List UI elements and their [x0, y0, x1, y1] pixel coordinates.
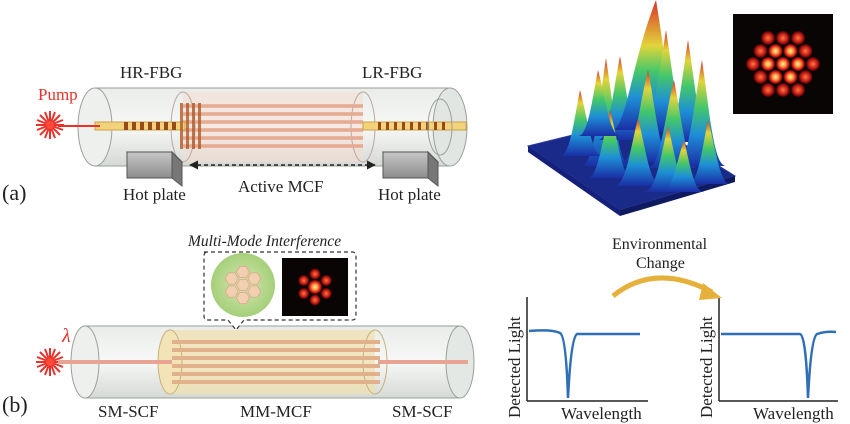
environmental-change: Environmental Change: [611, 236, 722, 300]
spectrum-after-ylabel: Detected Light: [697, 316, 716, 418]
hex-core: [236, 291, 250, 305]
hot-plate-right-label: Hot plate: [378, 185, 441, 204]
hex-core: [236, 278, 250, 292]
interference-spot: [298, 275, 310, 286]
mm-mcf-label: MM-MCF: [240, 402, 312, 421]
mode-spot: [798, 69, 813, 84]
active-mcf-body: [183, 92, 363, 162]
spectrum-after: Detected Light Wavelength: [697, 297, 838, 423]
inner-end-ring: [427, 98, 453, 156]
mode-spot: [791, 82, 805, 97]
interference-spot: [309, 294, 321, 306]
spectrum-before-xlabel: Wavelength: [561, 404, 642, 423]
environmental-label-line1: Environmental: [612, 236, 708, 253]
mode-spot: [746, 57, 760, 71]
pump-laser-icon: [36, 111, 64, 139]
multimode-title: Multi-Mode Interference: [187, 233, 341, 250]
active-mcf-label: Active MCF: [238, 177, 323, 196]
mode-spot: [776, 57, 790, 71]
spectrum-after-curve: [721, 330, 837, 399]
hex-core: [247, 285, 262, 298]
interference-spot: [320, 275, 332, 286]
hex-core: [236, 265, 250, 279]
spectrum-before: Detected Light Wavelength: [505, 297, 648, 423]
sm-scf-right-label: SM-SCF: [392, 402, 452, 421]
mode-spot: [798, 44, 813, 59]
panel-b-label: (b): [2, 392, 28, 417]
sm-scf-left-label: SM-SCF: [98, 402, 158, 421]
lambda-symbol: λ: [61, 325, 71, 347]
interference-spot: [298, 288, 310, 299]
mode-image-19core: [733, 14, 833, 114]
mode-spot: [753, 69, 768, 84]
mode-spot: [791, 31, 805, 46]
hr-fbg-grating: [124, 122, 176, 130]
mm-mcf-body: [170, 330, 375, 394]
mode-peaks: [560, 0, 730, 192]
mode-spot: [761, 57, 775, 71]
mode-spot: [806, 57, 820, 71]
mode-spot: [753, 44, 768, 59]
spectrum-after-xlabel: Wavelength: [753, 404, 834, 423]
panel-b: (b) λ: [2, 233, 475, 421]
hex-core: [224, 285, 239, 298]
mode-profile-3d: [526, 0, 737, 216]
mcf-grating-left: [180, 103, 201, 149]
hot-plate-left: [125, 150, 184, 188]
mode-spot: [783, 44, 798, 59]
interference-spot: [308, 280, 322, 294]
mode-spot: [783, 69, 798, 84]
hot-plate-right: [381, 150, 440, 188]
mcf-hex-cores: [224, 265, 262, 305]
mode-spot: [776, 31, 790, 46]
interference-spot: [320, 288, 332, 299]
panel-a: (a) Pump: [2, 63, 468, 205]
panel-a-label: (a): [2, 180, 26, 205]
mode-spot: [761, 82, 775, 97]
hot-plate-left-label: Hot plate: [123, 185, 186, 204]
mode-spot: [791, 57, 805, 71]
output-fiber: [362, 121, 467, 131]
environmental-change-arrow: [611, 275, 714, 298]
spectrum-before-curve: [528, 329, 640, 399]
mm-mcf-cores: [172, 340, 380, 384]
lr-fbg-grating: [378, 122, 445, 130]
hex-core: [247, 272, 262, 285]
mode-spot: [761, 31, 775, 46]
environmental-label-line2: Change: [636, 255, 685, 272]
interference-spot: [309, 268, 321, 280]
mcf-cores: [183, 104, 363, 148]
mode-spot: [768, 69, 783, 84]
hr-fbg-label: HR-FBG: [120, 63, 182, 82]
environmental-arrow-head: [699, 283, 722, 300]
spectrum-before-ylabel: Detected Light: [505, 316, 524, 418]
lr-fbg-label: LR-FBG: [362, 63, 422, 82]
pump-label: Pump: [38, 85, 78, 104]
mode-spot: [768, 44, 783, 59]
hex-core: [224, 272, 239, 285]
mode-spot: [776, 82, 790, 97]
